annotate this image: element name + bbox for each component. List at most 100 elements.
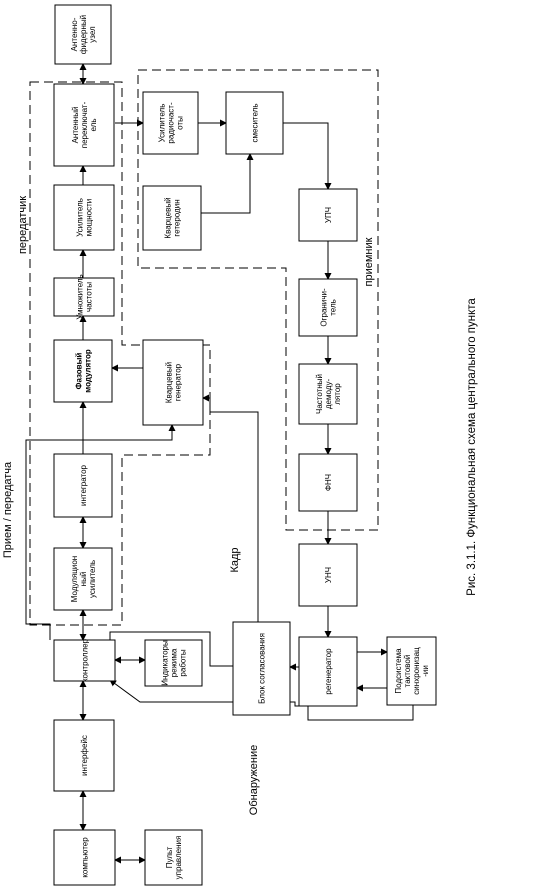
block-controller: контроллер [53, 638, 116, 682]
svg-text:Антенно-фидерныйузел: Антенно-фидерныйузел [70, 15, 97, 54]
block-label-line: Умножитель [76, 274, 85, 319]
block-freq-demod: Частотныйдемоду-лятор [298, 363, 358, 425]
svg-text:УПЧ: УПЧ [324, 207, 333, 223]
svg-text:интерфейс: интерфейс [80, 735, 89, 776]
block-antenna-feeder: Антенно-фидерныйузел [54, 4, 112, 65]
svg-text:Кварцевыйгетеродин: Кварцевыйгетеродин [164, 197, 182, 238]
svg-text:Блок согласования: Блок согласования [258, 633, 267, 704]
svg-text:компьютер: компьютер [81, 837, 90, 878]
svg-text:контроллер: контроллер [81, 638, 90, 682]
label-receiver: приемник [363, 237, 375, 286]
svg-text:регенератор: регенератор [324, 648, 333, 695]
svg-text:Усилительмощности: Усилительмощности [76, 198, 94, 237]
block-label-line: управления [174, 836, 183, 880]
block-if-amp: УПЧ [298, 188, 358, 242]
svg-text:Индикаторырежимаработы: Индикаторырежимаработы [161, 640, 188, 686]
block-label-line: УПЧ [324, 207, 333, 223]
block-label-line: Частотный [315, 374, 324, 414]
block-mod-amp: Модуляционныйусилитель [53, 547, 113, 611]
receiver-region [137, 69, 379, 531]
block-label-line: модулятор [84, 349, 93, 393]
block-matching: Блок согласования [232, 621, 291, 716]
block-xtal-lo: Кварцевыйгетеродин [142, 185, 202, 251]
block-label-line: переключат- [80, 101, 89, 148]
block-label-line: мощности [85, 199, 94, 237]
block-label-line: Пульт [165, 846, 174, 868]
block-label-line: Индикаторы [161, 640, 170, 686]
block-label-line: генератор [174, 363, 183, 401]
block-label-line: синхронизац [412, 647, 421, 695]
block-label-line: Кварцевый [165, 362, 174, 403]
block-sync: Подсистематактовойсинхронизац-ии [386, 636, 437, 706]
block-label-line: тактовой [403, 655, 412, 688]
block-label-line: контроллер [81, 638, 90, 682]
svg-text:ФНЧ: ФНЧ [324, 474, 333, 491]
figure-caption: Рис. 3.1.1. Функциональная схема централ… [466, 298, 478, 596]
block-interface: интерфейс [53, 719, 115, 792]
block-xtal-gen: Кварцевыйгенератор [142, 339, 204, 426]
block-label-line: Усилитель [158, 104, 167, 143]
svg-text:Пультуправления: Пультуправления [165, 836, 183, 880]
block-label-line: ФНЧ [324, 474, 333, 491]
block-label-line: ный [79, 572, 88, 587]
svg-text:Ограничи-тель: Ограничи-тель [320, 288, 338, 327]
block-label-line: ель [89, 118, 98, 131]
block-label-line: Усилитель [76, 198, 85, 237]
block-label-line: лятор [333, 383, 342, 405]
connections [25, 63, 414, 864]
block-antenna-switch: Антенныйпереключат-ель [53, 83, 115, 167]
block-rf-amp: Усилительрадиочаст-оты [142, 91, 199, 155]
block-label-line: работы [179, 649, 188, 676]
label-transmitter: передатчик [17, 196, 29, 254]
svg-text:Антенныйпереключат-ель: Антенныйпереключат-ель [71, 101, 98, 148]
transmitter-region [29, 81, 211, 626]
block-label-line: частоты [85, 282, 94, 312]
block-freq-mult: Умножительчастоты [53, 274, 115, 320]
block-label-line: -ии [421, 665, 430, 677]
block-regenerator: регенератор [298, 636, 358, 707]
block-label-line: Антенно- [70, 17, 79, 51]
block-label-line: демоду- [324, 379, 333, 410]
block-label-line: гетеродин [173, 199, 182, 236]
label-frame: Кадр [229, 547, 241, 572]
svg-text:Модуляционныйусилитель: Модуляционныйусилитель [70, 556, 97, 602]
block-mixer: смеситель [225, 91, 284, 155]
svg-text:УНЧ: УНЧ [324, 567, 333, 583]
block-indicators: Индикаторырежимаработы [144, 639, 203, 687]
svg-text:смеситель: смеситель [251, 103, 260, 142]
svg-text:интегратор: интегратор [79, 464, 88, 506]
block-label-line: регенератор [324, 648, 333, 695]
block-label-line: смеситель [251, 103, 260, 142]
svg-text:Частотныйдемоду-лятор: Частотныйдемоду-лятор [315, 374, 342, 414]
svg-text:Фазовыймодулятор: Фазовыймодулятор [75, 349, 93, 393]
block-lpf: ФНЧ [298, 453, 358, 512]
block-label-line: Кварцевый [164, 197, 173, 238]
svg-text:Кварцевыйгенератор: Кварцевыйгенератор [165, 362, 183, 403]
block-label-line: Антенный [71, 107, 80, 144]
block-label-line: фидерный [79, 15, 88, 54]
block-label-line: интерфейс [80, 735, 89, 776]
svg-text:Усилительрадиочаст-оты: Усилительрадиочаст-оты [158, 102, 185, 144]
block-label-line: компьютер [81, 837, 90, 878]
block-computer: компьютер [53, 829, 116, 886]
block-integrator: интегратор [53, 453, 113, 518]
block-label-line: оты [176, 116, 185, 130]
block-af-amp: УНЧ [298, 543, 358, 607]
block-label-line: интегратор [79, 464, 88, 506]
label-detection: Обнаружение [248, 745, 260, 815]
block-label-line: Модуляцион [70, 556, 79, 602]
svg-text:Умножительчастоты: Умножительчастоты [76, 274, 94, 319]
block-label-line: тель [329, 299, 338, 316]
block-label-line: УНЧ [324, 567, 333, 583]
block-label-line: Блок согласования [258, 633, 267, 704]
label-rx-tx: Прием / передатча [2, 461, 14, 558]
block-label-line: режима [170, 648, 179, 677]
block-limiter: Ограничи-тель [298, 278, 358, 337]
block-label-line: Фазовый [75, 353, 84, 390]
block-label-line: радиочаст- [167, 102, 176, 144]
svg-text:Подсистематактовойсинхронизац-: Подсистематактовойсинхронизац-ии [394, 647, 430, 695]
block-label-line: Подсистема [394, 648, 403, 694]
block-control-panel: Пультуправления [144, 829, 203, 886]
block-phase-mod: Фазовыймодулятор [53, 339, 113, 403]
